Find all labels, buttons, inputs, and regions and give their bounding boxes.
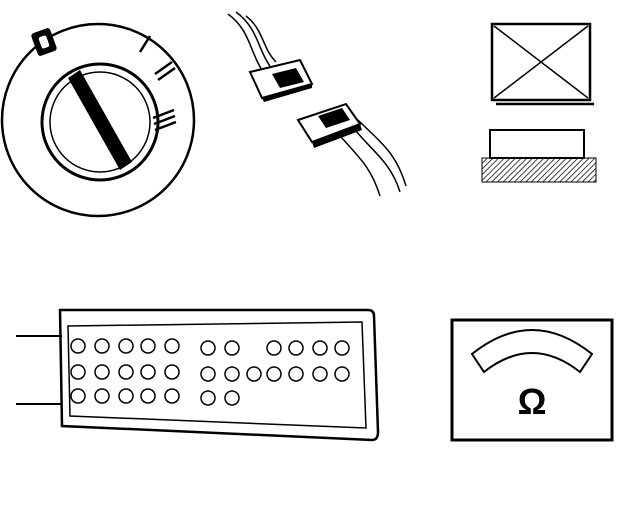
multi-pin-connector-icon [16,308,380,442]
connector-pin [224,390,240,406]
connector-pin [118,338,134,354]
connector-pin [200,366,216,382]
connector-pin [140,364,156,380]
connector-pin [118,364,134,380]
connector-pin [288,366,304,382]
connector-pin [70,364,86,380]
connector-pin [334,340,350,356]
ignition-switch-icon [0,22,196,218]
connector-pin [70,338,86,354]
pin-grid [70,338,350,406]
connector-pin [224,366,240,382]
position-zero-mark [31,28,57,56]
connector-plugs-icon [227,11,407,197]
connector-pin [70,388,86,404]
position-one-mark [138,35,152,53]
ohm-symbol: Ω [518,381,547,422]
connector-pin [312,340,328,356]
connector-pin [224,340,240,356]
connector-pin [94,338,110,354]
connector-pin [164,364,180,380]
connector-pin [94,364,110,380]
connector-pin [164,388,180,404]
connector-pin [246,366,262,382]
connector-pin [200,390,216,406]
crossed-out-box-icon [481,22,597,183]
connector-pin [288,340,304,356]
connector-pin [334,366,350,382]
connector-pin [118,388,134,404]
connector-pin [164,338,180,354]
connector-pin [266,366,282,382]
connector-pin [200,340,216,356]
connector-pin [266,340,282,356]
connector-pin [94,388,110,404]
ohmmeter-icon: Ω [450,318,614,442]
position-two-mark [154,60,176,82]
position-three-mark [152,108,177,132]
connector-pin [312,366,328,382]
connector-pin [140,338,156,354]
connector-pin [140,388,156,404]
